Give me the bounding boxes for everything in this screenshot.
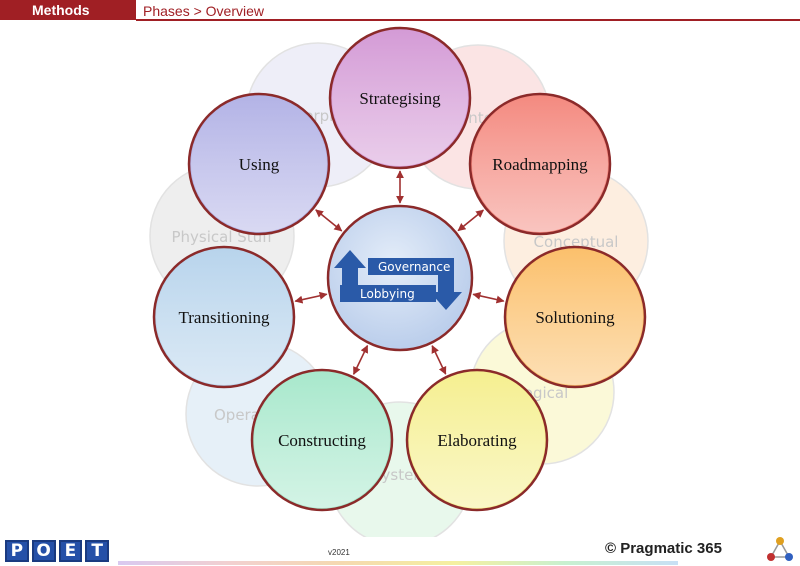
lobbying-label: Lobbying xyxy=(360,287,415,301)
phase-shine xyxy=(332,30,468,166)
connector-arrow xyxy=(294,291,328,304)
connector-arrow xyxy=(431,345,447,375)
phase-label: Strategising xyxy=(359,89,441,108)
center-hub: Governance Lobbying xyxy=(326,204,474,352)
phase-shine xyxy=(472,96,608,232)
phase-label: Roadmapping xyxy=(492,155,588,174)
logo-letter: O xyxy=(31,540,56,562)
phase-label: Transitioning xyxy=(178,308,270,327)
version-label: v2021 xyxy=(328,548,350,557)
section-title: Methods xyxy=(0,0,136,20)
copyright-label: © Pragmatic 365 xyxy=(605,540,722,557)
phase-label: Constructing xyxy=(278,431,366,450)
phase-shine xyxy=(156,249,292,385)
logo-letter: T xyxy=(85,540,109,562)
header-rule xyxy=(136,19,800,21)
phase-shine xyxy=(191,96,327,232)
poet-logo: P O E T xyxy=(5,540,109,562)
logo-letter: E xyxy=(58,540,83,562)
logo-letter: P xyxy=(5,540,29,562)
breadcrumb[interactable]: Phases > Overview xyxy=(143,3,264,19)
network-icon xyxy=(767,537,793,561)
governance-lobbying-icon: Governance Lobbying xyxy=(334,250,462,310)
phase-shine xyxy=(409,372,545,508)
header-bar: Methods Phases > Overview xyxy=(0,0,800,22)
connector-arrow xyxy=(457,209,485,232)
phase-label: Using xyxy=(239,155,280,174)
footer-rule xyxy=(118,561,678,565)
background-label: Conceptual xyxy=(534,233,619,251)
connector-arrow xyxy=(472,291,505,304)
phase-circles: StrategisingRoadmappingSolutioningElabor… xyxy=(152,26,647,512)
connector-arrows xyxy=(294,170,505,375)
center-circle xyxy=(326,204,474,352)
connector-arrow xyxy=(352,344,369,375)
phase-shine xyxy=(507,249,643,385)
governance-label: Governance xyxy=(378,260,450,274)
connector-arrow xyxy=(315,209,343,232)
phase-label: Elaborating xyxy=(437,431,517,450)
phase-shine xyxy=(254,372,390,508)
phase-label: Solutioning xyxy=(535,308,615,327)
